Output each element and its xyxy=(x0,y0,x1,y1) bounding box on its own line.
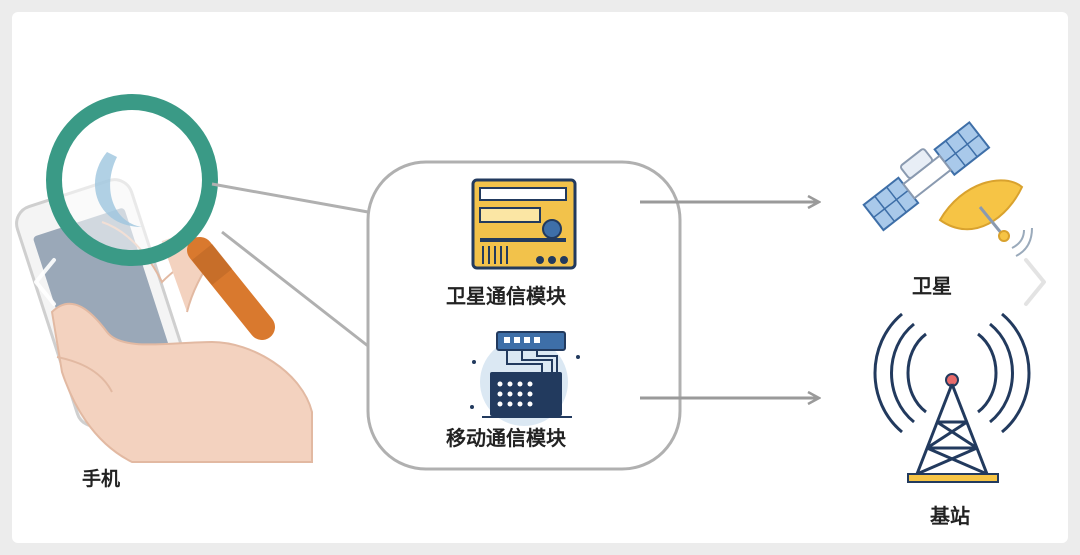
callout-box xyxy=(366,160,682,471)
satellite-module-label: 卫星通信模块 xyxy=(446,284,566,308)
cell-tower-icon xyxy=(873,312,1031,483)
chevron-left-icon[interactable] xyxy=(26,252,66,312)
network-device-icon xyxy=(470,331,580,426)
callout-lines xyxy=(211,182,369,348)
base-station-label: 基站 xyxy=(930,504,970,528)
phone-label: 手机 xyxy=(82,468,121,490)
mobile-module-label: 移动通信模块 xyxy=(446,426,566,450)
satellite-icon xyxy=(862,120,1033,257)
chevron-right-icon[interactable] xyxy=(1014,252,1054,312)
radio-panel-icon xyxy=(471,178,577,270)
diagram-card: 手机 卫星通信模块 移动通信模块 卫星 基站 xyxy=(12,12,1068,543)
magnifier-icon xyxy=(46,94,275,340)
diagram-canvas xyxy=(15,94,1033,483)
satellite-label: 卫星 xyxy=(912,274,952,298)
